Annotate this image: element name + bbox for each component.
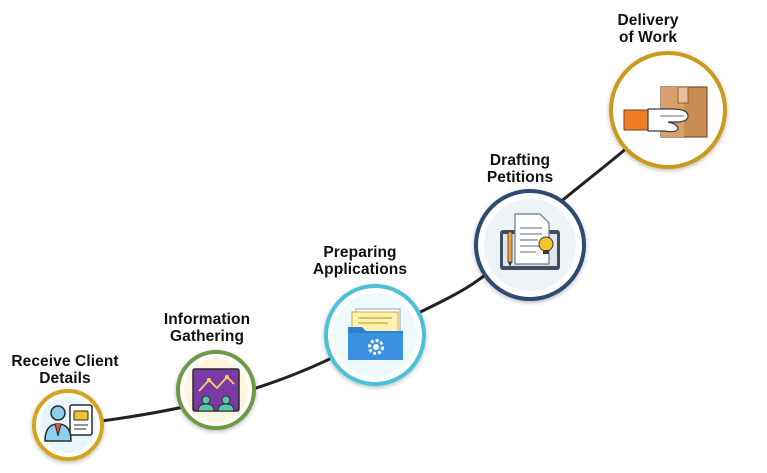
label-delivery-of-work: Delivery of Work (598, 12, 698, 46)
label-drafting-petitions: Drafting Petitions (470, 152, 570, 186)
step-information-gathering (176, 350, 256, 430)
label-line: Information (163, 311, 251, 328)
client-id-card-icon (44, 404, 93, 442)
label-line: Drafting (489, 152, 551, 169)
label-receive-client-details: Receive Client Details (0, 353, 130, 387)
label-information-gathering: Information Gathering (147, 311, 267, 345)
label-line: Petitions (486, 169, 554, 186)
label-line: Delivery (617, 12, 679, 29)
step-drafting-petitions (474, 189, 586, 301)
step-delivery-of-work (609, 51, 727, 169)
label-line: Details (39, 370, 91, 387)
label-preparing-applications: Preparing Applications (300, 244, 420, 278)
label-line: Applications (312, 261, 408, 278)
label-line: Preparing (323, 244, 397, 261)
document-drafting-icon (500, 213, 560, 270)
folder-gear-icon (348, 308, 403, 360)
label-line: Gathering (169, 328, 245, 345)
step-preparing-applications (324, 284, 426, 386)
hand-delivering-box-icon (623, 86, 708, 138)
label-line: Receive Client (11, 353, 119, 370)
label-line: of Work (618, 29, 678, 46)
data-analysis-board-icon (192, 368, 240, 412)
step-receive-client-details (32, 389, 104, 461)
